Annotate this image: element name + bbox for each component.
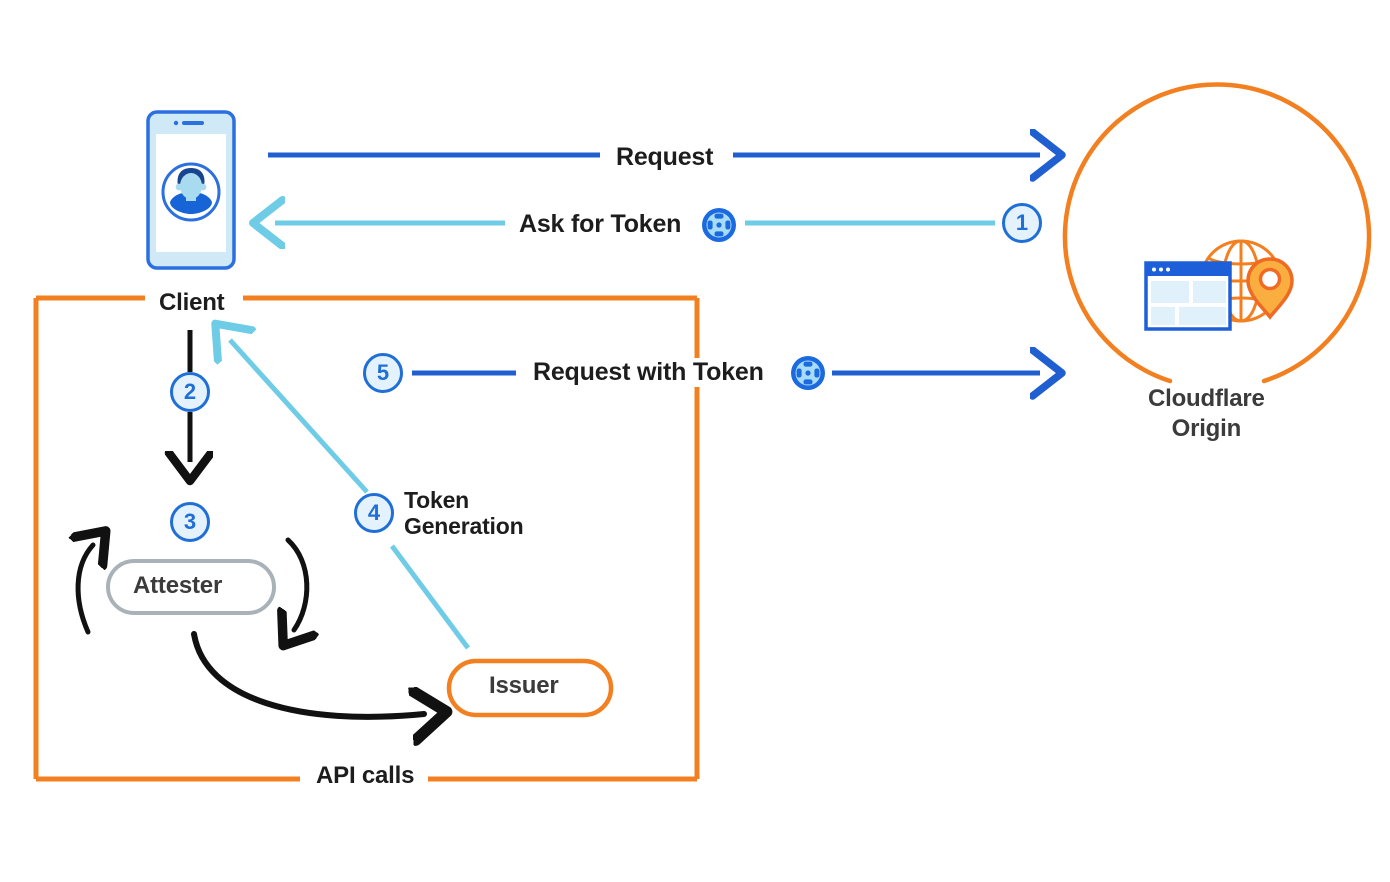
browser-window-globe-location-pin-icon: [1118, 225, 1318, 345]
step-number-5: 5: [363, 353, 403, 393]
flow-arrow-token-generation: [230, 340, 471, 650]
issuer-node-label: Issuer: [489, 672, 559, 699]
flow-label-ask-for-token: Ask for Token: [510, 210, 691, 239]
flow-arrow-attester-to-issuer: [191, 631, 424, 717]
privacy-pass-token-icon: [789, 354, 827, 392]
step-number-1: 1: [1002, 203, 1042, 243]
flow-label-token-generation: Token Generation: [404, 487, 524, 539]
issuer-node[interactable]: [446, 658, 614, 718]
attester-loop-arrow-left: [78, 545, 93, 635]
step-number-4: 4: [354, 493, 394, 533]
attester-node-label: Attester: [133, 572, 223, 599]
step-number-3: 3: [170, 502, 210, 542]
flow-label-request-with-token: Request with Token: [524, 358, 773, 387]
boundary-label-api-calls: API calls: [307, 762, 424, 790]
attester-loop-arrow-right: [288, 537, 307, 630]
boundary-label-client: Client: [150, 289, 234, 317]
flow-label-request: Request: [607, 143, 723, 172]
privacy-pass-token-icon: [700, 206, 738, 244]
mobile-phone-with-user-avatar-icon: [146, 110, 236, 270]
step-number-2: 2: [170, 372, 210, 412]
attester-node[interactable]: [106, 559, 276, 615]
cloudflare-origin-ring: [1062, 82, 1372, 384]
cloudflare-origin-label: Cloudflare Origin: [1148, 385, 1265, 442]
